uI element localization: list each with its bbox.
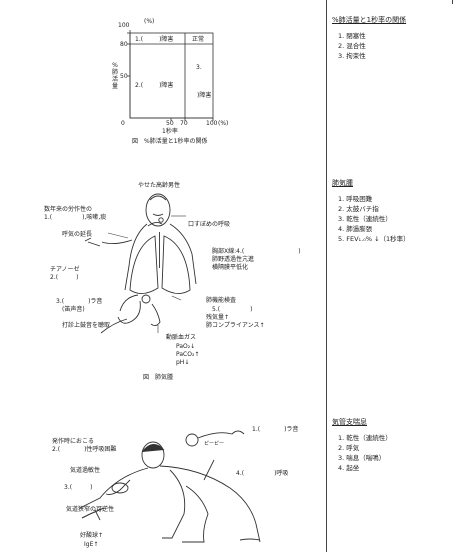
stethoscope-tube (117, 300, 141, 324)
asthma-onset-line2: 2.( )性呼吸困難 (52, 446, 117, 453)
asthma-ige: IgE↑ (84, 541, 99, 548)
answer-item: 2. 呼気 (338, 444, 360, 452)
asthma-stethoscope-sound: ピーピー (204, 441, 225, 447)
emphysema-leader-lines (107, 215, 186, 333)
asthma-stethoscope-tube (197, 430, 245, 439)
answer-item: 1. 閉塞性 (338, 32, 366, 40)
chart-y-tick-100: 100 (118, 22, 130, 29)
chart-y-tick-80: 80 (120, 41, 128, 48)
asthma-rale: 1.( )ラ音 (252, 426, 299, 433)
answer-list-fev-relation: 1. 閉塞性 2. 混合性 3. 拘束性 (338, 31, 366, 61)
emphysema-xray-line3: 横隔膜平低化 (212, 264, 249, 271)
syringe (81, 507, 105, 519)
answer-title-emphysema: 肺気腫 (332, 179, 353, 187)
emphysema-pft-line4: 肺コンプライアンス↑ (206, 322, 265, 329)
answer-list-asthma: 1. 乾性（連続性） 2. 呼気 3. 喘息（喘鳴） 4. 起坐 (338, 433, 392, 473)
asthma-hypersensitivity: 気道過敏性 (70, 467, 101, 474)
answer-item: 3. 喘息（喘鳴） (338, 454, 386, 462)
emphysema-patient-drawing (84, 193, 197, 334)
emphysema-abg-line3: PaCO₂↑ (176, 351, 200, 358)
chart-y-unit: (%) (144, 18, 155, 25)
answer-item: 3. 拘束性 (338, 52, 366, 60)
emphysema-caption: 図 肺気腫 (143, 374, 174, 381)
top-edge-mark (452, 0, 453, 4)
chart-x-tick-100: 100 (206, 120, 218, 127)
asthma-onset-line1: 発作時におこる (52, 438, 95, 445)
chart-cell-normal: 正常 (192, 36, 205, 43)
answer-item: 3. 乾性（連続性） (338, 215, 392, 223)
emphysema-pursed-lips: 口すぼめの呼吸 (188, 221, 231, 228)
answer-item: 1. 呼吸困難 (338, 195, 373, 203)
chart-cell-obstructive-num: 3. (196, 64, 202, 71)
emphysema-pft-line2: 5.( ) (212, 306, 253, 313)
answer-list-emphysema: 1. 呼吸困難 2. 太鼓バチ指 3. 乾性（連続性） 4. 肺過膨張 5. F… (338, 194, 410, 244)
chart-ticks (127, 32, 214, 121)
emphysema-xray-line1: 胸部X線:4.( ) (212, 248, 301, 255)
emphysema-pft-line1: 肺機能検査 (206, 297, 237, 304)
answer-title-asthma: 気管支喘息 (332, 418, 367, 426)
lung-right (161, 235, 191, 294)
chart-y-tick-50: 50 (120, 73, 128, 80)
asthma-stethoscope-head (185, 433, 199, 447)
answer-item: 4. 起坐 (338, 464, 360, 472)
chart-y-tick-0: 0 (121, 120, 125, 127)
chart-caption: 図 %肺活量と1秒率の関係 (132, 138, 208, 145)
emphysema-abg-line4: pH↓ (176, 359, 190, 366)
chart-y-label: % 肺 活 量 (111, 62, 118, 90)
asthma-patient-drawing (79, 430, 261, 543)
chart-frame (129, 30, 214, 119)
answer-item: 5. FEV₁.₀% ↓（1秒率） (338, 235, 410, 243)
emphysema-breathing: 呼気の延長 (62, 231, 93, 238)
emphysema-history-line2: 1.( ),咳嗽,痰 (44, 214, 107, 221)
emphysema-abg-line2: PaO₂↓ (176, 343, 196, 350)
column-divider (326, 0, 327, 552)
asthma-eosinophils: 好酸球↑ (80, 532, 104, 539)
emphysema-rale-line2: (笛声音) (62, 306, 85, 313)
emphysema-xray-line2: 肺野透過性亢進 (212, 256, 255, 263)
answer-item: 2. 混合性 (338, 42, 366, 50)
answer-item: 1. 乾性（連続性） (338, 434, 392, 442)
chart-cell-obstructive-tail: )障害 (197, 92, 212, 99)
fist (111, 482, 129, 494)
emphysema-percussion: 打診上鼓音を聴取 (62, 322, 111, 329)
emphysema-pft-line3: 残気量↑ (206, 314, 230, 321)
chart-x-tick-50: 50 (166, 120, 174, 127)
answer-item: 4. 肺過膨張 (338, 225, 373, 233)
lung-left (129, 235, 159, 294)
chart-outer-box (129, 32, 214, 119)
answer-item: 2. 太鼓バチ指 (338, 205, 379, 213)
asthma-reversibility: 気道狭窄の可逆性 (66, 506, 115, 513)
asthma-item4: 4.( )呼吸 (236, 470, 289, 477)
chart-x-unit: (%) (218, 120, 229, 127)
chart-cell-mixed: 2.()障害 (135, 82, 174, 89)
chart-x-label: 1秒率 (162, 128, 178, 135)
emphysema-cyanosis-line1: チアノーゼ (50, 266, 80, 273)
chart-x-tick-70: 70 (180, 120, 188, 127)
emphysema-cyanosis-line2: 2.( ) (50, 274, 79, 281)
answer-title-fev-relation: %肺活量と1秒率の関係 (332, 16, 407, 24)
pursed-lips-mark (158, 217, 164, 223)
chart-cell-restrictive: 1.()障害 (135, 36, 174, 43)
emphysema-top-label: やせた高齢男性 (138, 182, 181, 189)
asthma-item3: 3.( ) (64, 484, 93, 491)
emphysema-rale-line1: 3.( )ラ音 (56, 298, 103, 305)
stethoscope-chestpiece (141, 294, 151, 304)
emphysema-abg-line1: 動脈血ガス (166, 334, 197, 341)
emphysema-history-line1: 数年来の労作性の (44, 206, 93, 213)
